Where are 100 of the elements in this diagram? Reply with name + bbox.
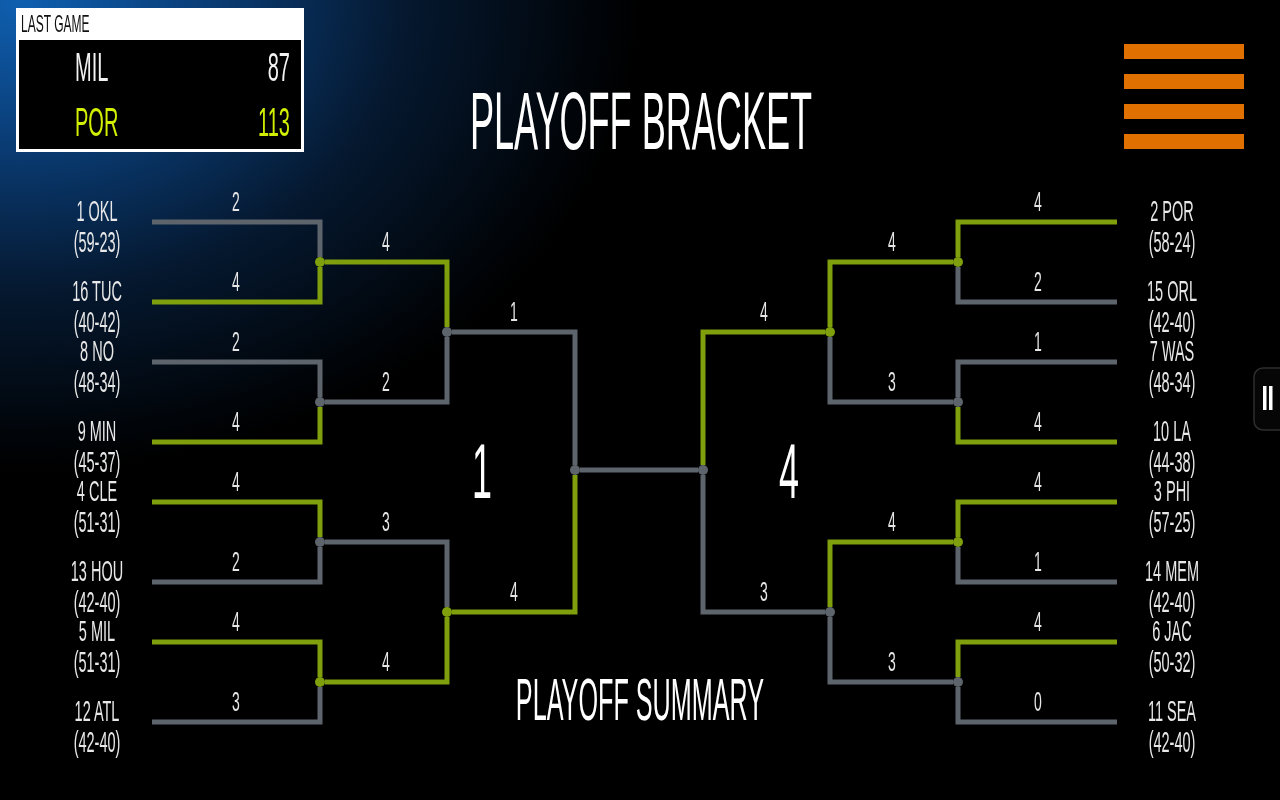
series-score: 4 (760, 296, 768, 328)
bracket-joint (953, 257, 963, 267)
team-record: (48-34) (1148, 365, 1196, 399)
bracket-line (152, 359, 323, 397)
bracket-line (452, 475, 578, 615)
team-record: (42-40) (1148, 585, 1196, 619)
team-name: MIL (75, 44, 109, 90)
series-score: 4 (509, 576, 518, 608)
series-score: 4 (1033, 186, 1042, 218)
bracket-line (955, 359, 1117, 397)
bracket-joint (825, 607, 835, 617)
team-seed-name: 2 POR (1150, 194, 1194, 228)
bracket-joint (315, 677, 325, 687)
series-score: 3 (887, 366, 896, 398)
team-record: (59-23) (73, 225, 121, 259)
team-record: (50-32) (1148, 645, 1196, 679)
bracket-joint (315, 537, 325, 547)
summary-link: PLAYOFF SUMMARY (515, 666, 765, 734)
series-score: 4 (1033, 606, 1042, 638)
team-seed-name: 1 OKL (76, 194, 118, 228)
score-panel (16, 8, 304, 152)
bracket-line (955, 547, 1117, 585)
bracket-line (152, 547, 323, 585)
series-score: 2 (382, 366, 390, 398)
series-score: 4 (232, 466, 240, 498)
bracket-line (827, 539, 953, 607)
series-score: 4 (232, 606, 240, 638)
bracket-joint (315, 257, 325, 267)
series-score: 1 (1033, 546, 1042, 578)
team-record: (48-34) (73, 365, 121, 399)
series-score: 3 (760, 576, 768, 608)
series-score: 2 (232, 326, 240, 358)
bracket-line (955, 219, 1117, 257)
team-seed-name: 16 TUC (72, 274, 122, 308)
team-record: (42-40) (1148, 305, 1196, 339)
team-seed-name: 12 ATL (74, 694, 120, 728)
bracket-line (152, 219, 323, 257)
series-score: 3 (887, 646, 896, 678)
bracket-joint (953, 397, 963, 407)
team-seed-name: 11 SEA (1147, 694, 1197, 728)
team-score: 87 (267, 44, 290, 90)
bracket-joint (698, 465, 708, 475)
bracket-joint (442, 607, 452, 617)
bracket-line (827, 337, 953, 405)
team-record: (58-24) (1148, 225, 1196, 259)
bracket-line (700, 329, 825, 465)
panel-heading: LAST GAME (21, 10, 90, 38)
bracket-line (827, 259, 953, 327)
bracket-line (325, 259, 450, 327)
bracket-line (325, 617, 450, 685)
series-score: 4 (232, 266, 240, 298)
team-record: (51-31) (73, 505, 121, 539)
bracket-line (955, 639, 1117, 677)
series-score: 4 (887, 506, 896, 538)
bracket-line (325, 337, 450, 405)
series-score: 4 (382, 646, 390, 678)
bracket-line (700, 475, 825, 615)
series-score: 1 (509, 296, 518, 328)
series-score: 4 (382, 226, 390, 258)
series-score: 1 (1033, 326, 1042, 358)
bracket-line (152, 499, 323, 537)
bracket-line (152, 267, 323, 305)
series-score: 2 (1033, 266, 1042, 298)
team-seed-name: 15 ORL (1147, 274, 1197, 308)
bracket-joint (953, 677, 963, 687)
bracket-line (452, 329, 578, 465)
series-score: 4 (1033, 466, 1042, 498)
bracket-line (955, 267, 1117, 305)
bracket-line (152, 407, 323, 445)
team-seed-name: 10 LA (1153, 414, 1191, 448)
bracket-joint (825, 327, 835, 337)
team-seed-name: 9 MIN (77, 414, 117, 448)
series-score: 4 (232, 406, 240, 438)
bracket-joint (315, 397, 325, 407)
bracket-line (152, 687, 323, 725)
page-title: PLAYOFF BRACKET (469, 75, 813, 167)
team-record: (42-40) (73, 725, 121, 759)
series-score: 2 (232, 186, 240, 218)
bracket-line (152, 639, 323, 677)
bracket-line (827, 617, 953, 685)
series-score: 4 (887, 226, 896, 258)
bracket-line (955, 499, 1117, 537)
bracket-joint (442, 327, 452, 337)
team-record: (42-40) (1148, 725, 1196, 759)
bracket-line (955, 687, 1117, 725)
team-record: (45-37) (73, 445, 121, 479)
team-name: POR (75, 99, 119, 145)
team-record: (51-31) (73, 645, 121, 679)
bracket-line (325, 539, 450, 607)
bracket-joint (953, 537, 963, 547)
series-result: 1 (472, 428, 492, 516)
bracket-joint (570, 465, 580, 475)
team-seed-name: 13 HOU (70, 554, 124, 588)
series-score: 2 (232, 546, 240, 578)
team-score: 113 (258, 99, 290, 145)
series-score: 3 (382, 506, 390, 538)
team-record: (57-25) (1148, 505, 1196, 539)
series-score: 0 (1033, 686, 1042, 718)
series-score: 4 (1033, 406, 1042, 438)
series-result: 4 (779, 428, 799, 516)
